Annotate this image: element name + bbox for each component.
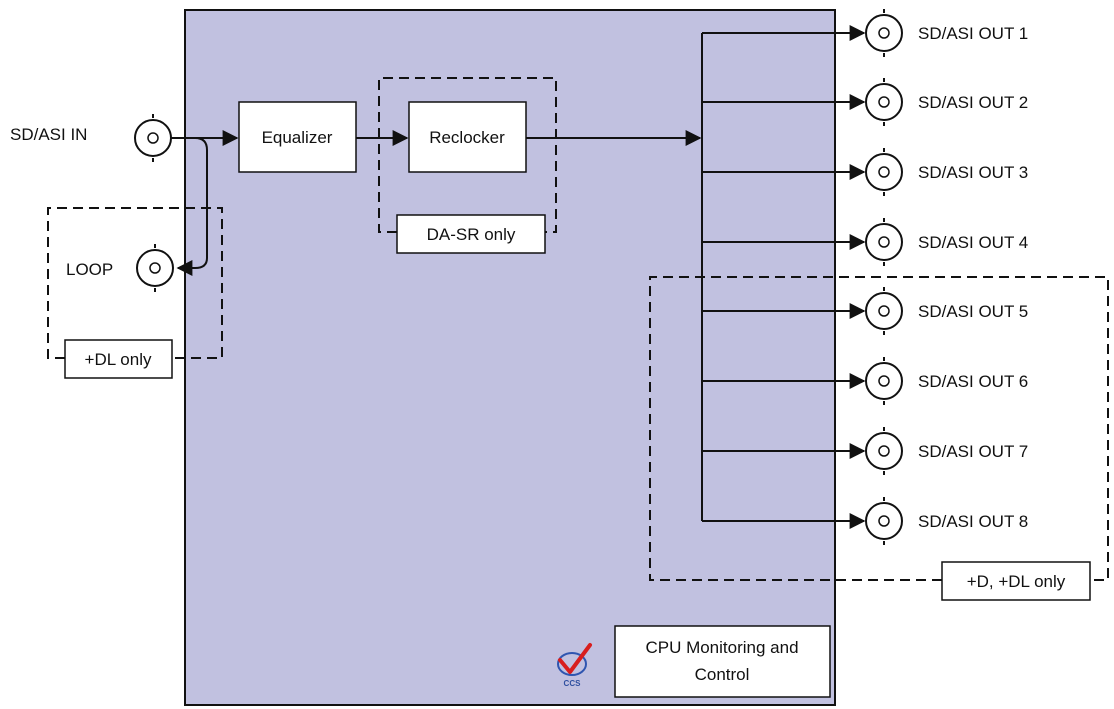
input-label: SD/ASI IN — [10, 125, 87, 144]
outputs-option-box — [941, 561, 1091, 601]
reclocker-option-region — [378, 77, 557, 233]
loop-option-region — [47, 207, 223, 359]
output-5-label: SD/ASI OUT 5 — [918, 302, 1028, 321]
output-2-label: SD/ASI OUT 2 — [918, 93, 1028, 112]
cpu-label-line1: CPU Monitoring and — [645, 638, 798, 657]
ccs-checkmark-logo-icon: CCS — [557, 643, 592, 688]
bnc-output-connector-3 — [865, 148, 903, 196]
output-7-label: SD/ASI OUT 7 — [918, 442, 1028, 461]
bnc-output-connector-2 — [865, 78, 903, 126]
reclocker-label: Reclocker — [429, 128, 505, 147]
bnc-output-connector-7 — [865, 427, 903, 475]
loop-option-label: +DL only — [85, 350, 152, 369]
outputs-option-region — [649, 276, 1109, 581]
equalizer-label: Equalizer — [262, 128, 333, 147]
loop-option-box — [64, 339, 173, 379]
loop-label: LOOP — [66, 260, 113, 279]
output-1-label: SD/ASI OUT 1 — [918, 24, 1028, 43]
outputs-option-label: +D, +DL only — [967, 572, 1066, 591]
reclocker-option-label: DA-SR only — [427, 225, 516, 244]
reclocker-option-box — [396, 214, 546, 254]
bnc-output-connector-8 — [865, 497, 903, 545]
output-8-label: SD/ASI OUT 8 — [918, 512, 1028, 531]
cpu-label-line2: Control — [695, 665, 750, 684]
bnc-output-connector-4 — [865, 218, 903, 266]
output-3-label: SD/ASI OUT 3 — [918, 163, 1028, 182]
bnc-output-connector-6 — [865, 357, 903, 405]
output-4-label: SD/ASI OUT 4 — [918, 233, 1028, 252]
bnc-input-connector — [134, 114, 172, 162]
cpu-block — [614, 625, 831, 698]
ccs-logo-text: CCS — [564, 679, 582, 688]
bnc-loop-connector — [136, 244, 174, 292]
bnc-output-connector-5 — [865, 287, 903, 335]
bnc-output-connector-1 — [865, 9, 903, 57]
loop-through-arrow — [176, 137, 208, 276]
output-6-label: SD/ASI OUT 6 — [918, 372, 1028, 391]
output-branches — [702, 25, 866, 529]
